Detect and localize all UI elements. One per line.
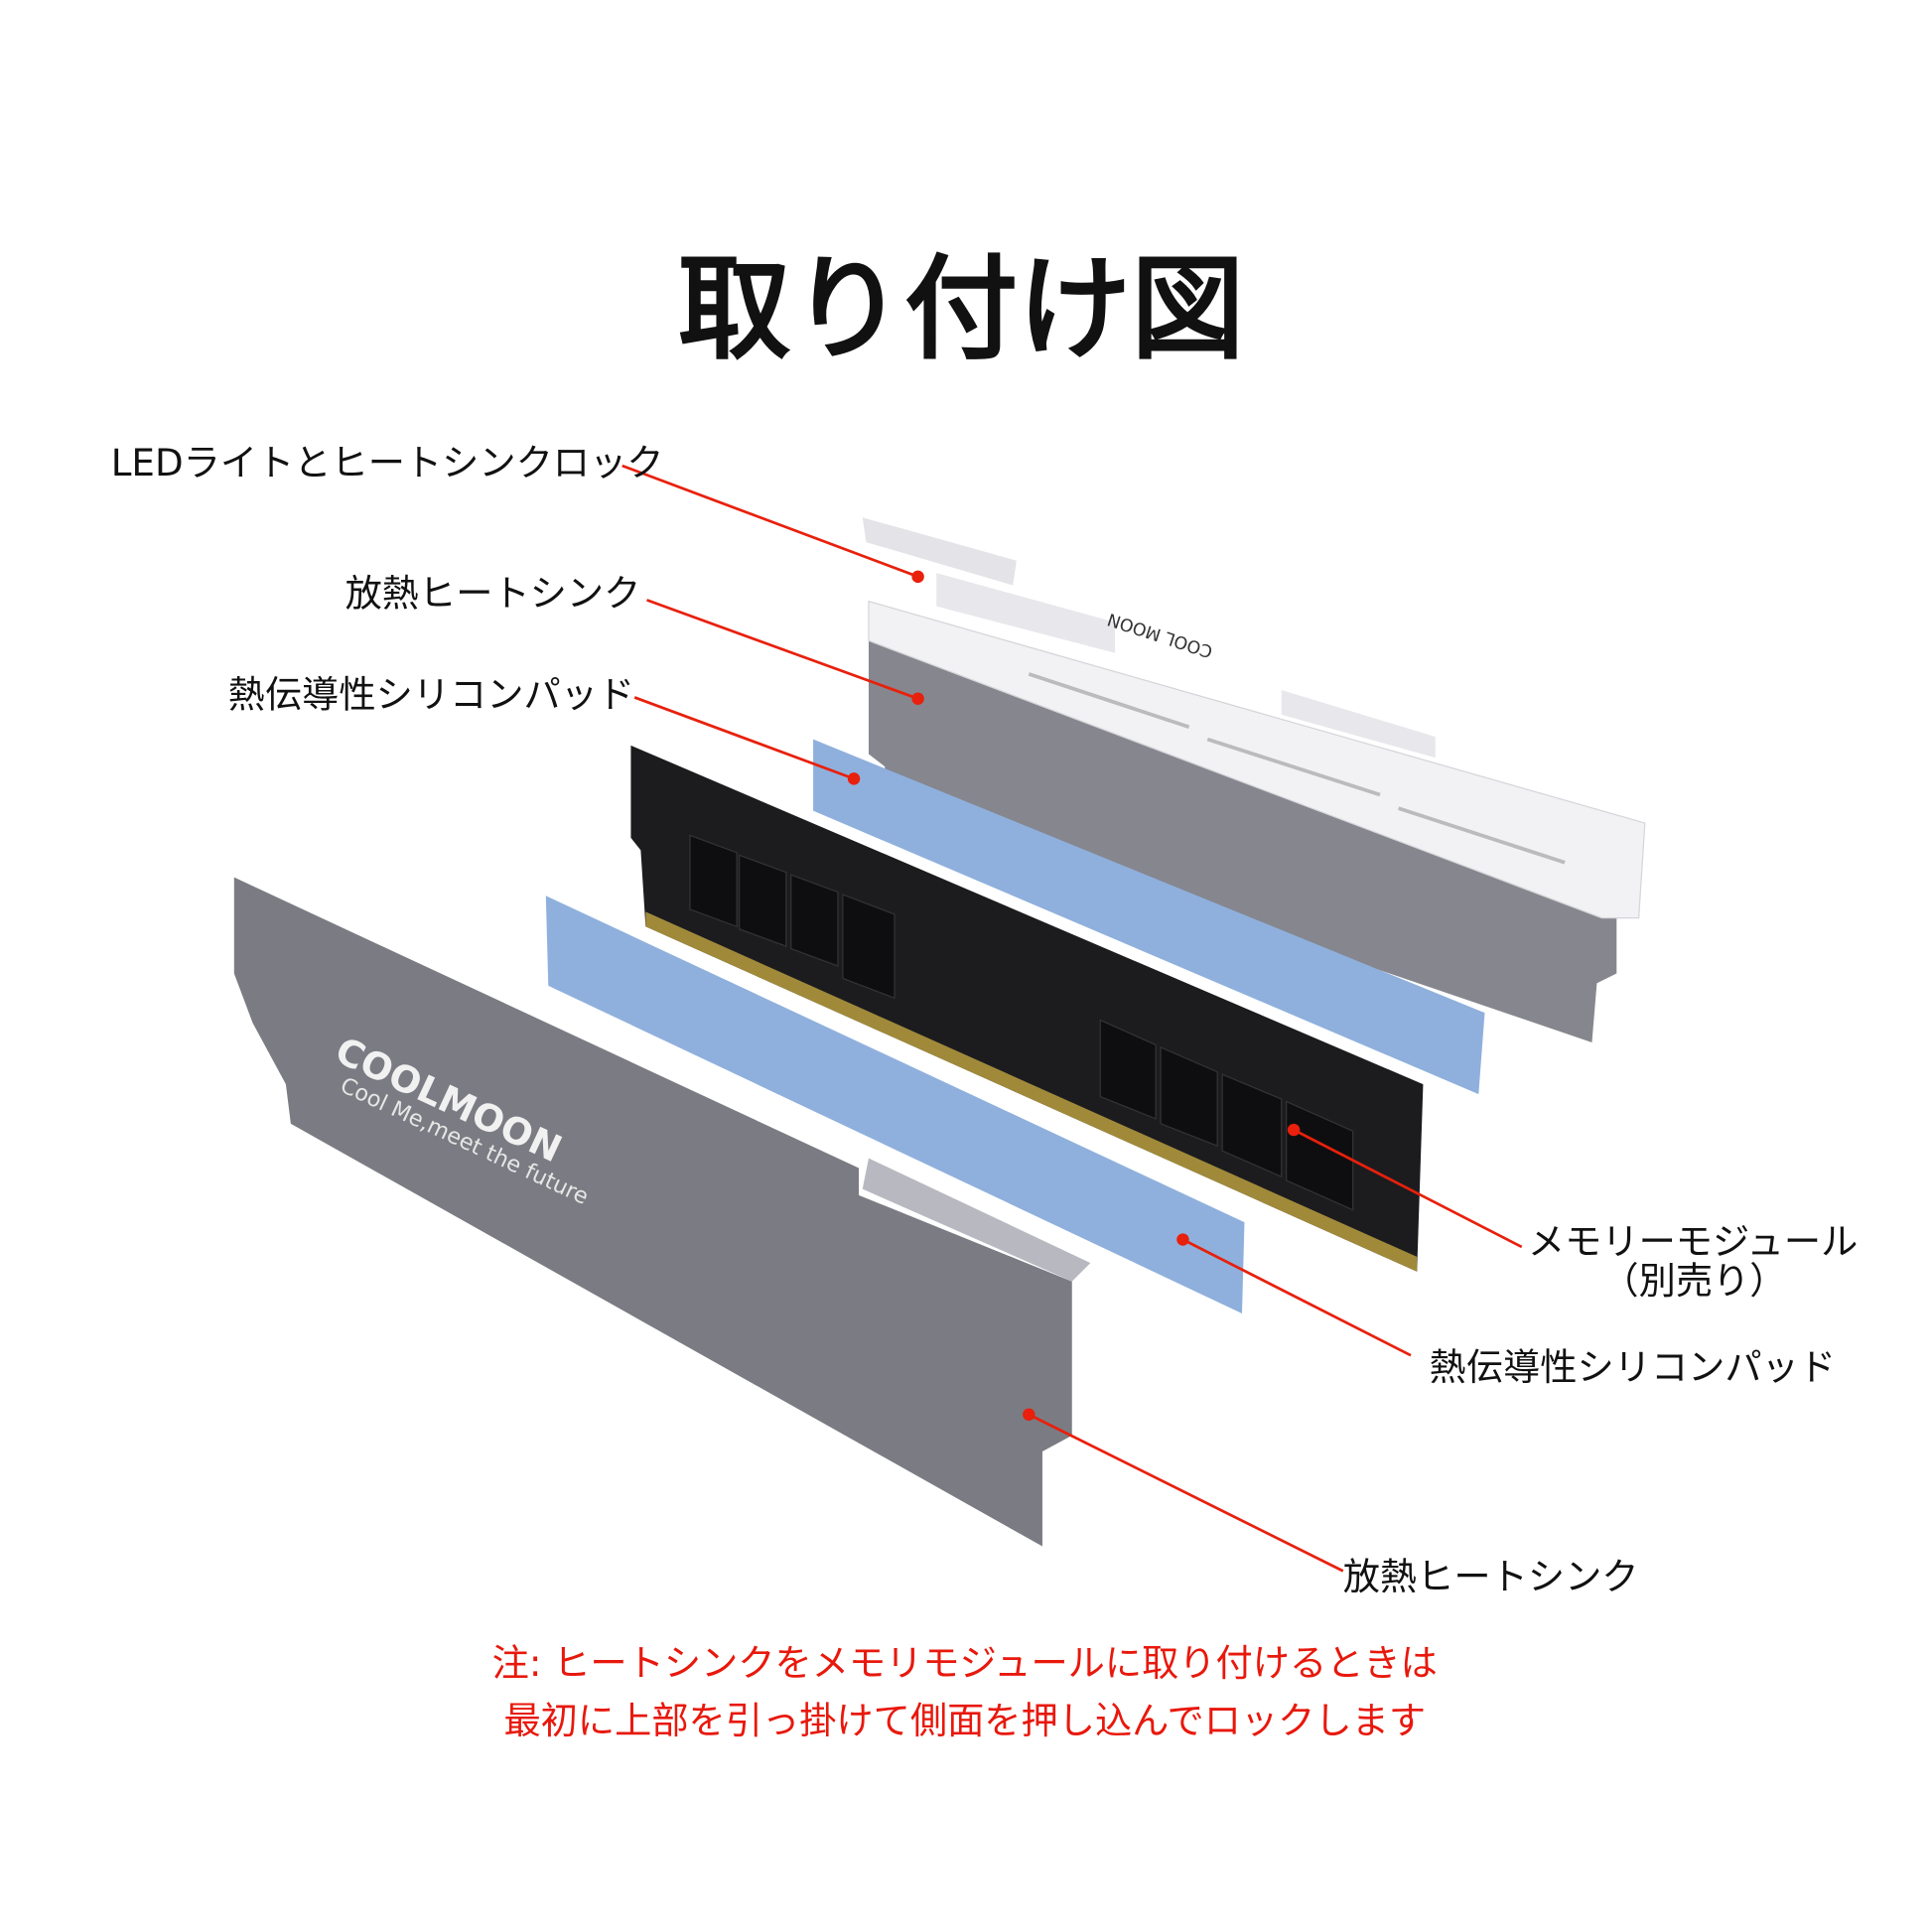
leader-lines [621, 464, 1523, 1573]
back-logo: COOL MOON [1105, 609, 1215, 661]
label-pad-front: 熱伝導性シリコンパッド [1430, 1345, 1836, 1389]
label-led-lock: LEDライトとヒートシンクロック [111, 441, 664, 484]
note-line-2: 最初に上部を引っ掛けて側面を押し込んでロックします [503, 1699, 1426, 1742]
label-memory-module-note: （別売り） [1601, 1259, 1786, 1303]
memory-module [630, 745, 1424, 1272]
label-memory-module: メモリーモジュール [1528, 1219, 1858, 1263]
label-heatsink-front: 放熱ヒートシンク [1343, 1555, 1639, 1598]
led-fins [862, 517, 1017, 586]
label-heatsink-back: 放熱ヒートシンク [345, 572, 641, 616]
front-thermal-pad [545, 896, 1245, 1313]
back-thermal-pad [813, 739, 1485, 1095]
front-heatsink: COOLMOON Cool Me,meet the future [233, 877, 1091, 1547]
page-title: 取り付け図 [678, 243, 1245, 375]
label-pad-back: 熱伝導性シリコンパッド [228, 672, 634, 716]
note-line-1: 注: ヒートシンクをメモリモジュールに取り付けるときは [492, 1641, 1438, 1685]
